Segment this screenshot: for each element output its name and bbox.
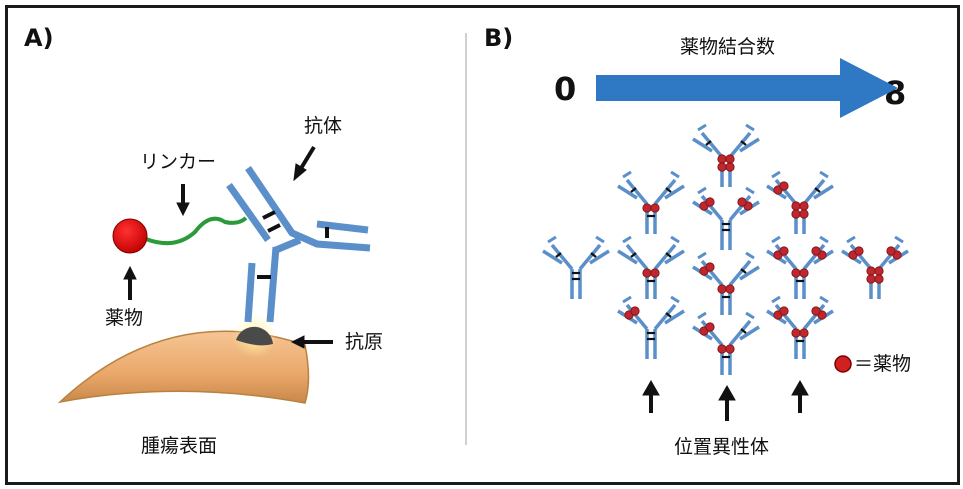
linker bbox=[145, 216, 248, 246]
legend-drug-icon bbox=[834, 355, 852, 373]
antibody-5 bbox=[542, 235, 610, 299]
drug-dot bbox=[705, 322, 715, 332]
drug-dot bbox=[650, 268, 660, 278]
drug-dot bbox=[725, 284, 735, 294]
drug-dot bbox=[874, 266, 884, 276]
linker-arrow bbox=[176, 184, 190, 217]
antibody-a bbox=[226, 166, 371, 323]
isomer-arrow-1 bbox=[642, 379, 660, 413]
drug-dot bbox=[717, 344, 727, 354]
drug-legend-label: ＝薬物 bbox=[854, 353, 912, 375]
drug-dot bbox=[779, 246, 789, 256]
drug-dot bbox=[717, 162, 727, 172]
positional-isomer-arrows bbox=[642, 379, 809, 421]
antibody-2 bbox=[617, 170, 685, 234]
antibody-11 bbox=[692, 311, 760, 375]
drug-dot bbox=[779, 181, 789, 191]
drug-dot bbox=[717, 154, 727, 164]
antigen bbox=[236, 326, 273, 346]
drug-arrow bbox=[123, 265, 137, 300]
drug-dot bbox=[799, 209, 809, 219]
drug-dot bbox=[791, 328, 801, 338]
drug-dot bbox=[799, 268, 809, 278]
drug-dot bbox=[791, 268, 801, 278]
drug bbox=[112, 218, 148, 254]
drug-count-max: 8 bbox=[884, 74, 907, 112]
drug-dot bbox=[799, 328, 809, 338]
drug-dot bbox=[779, 306, 789, 316]
panel-a-label: A) bbox=[24, 24, 54, 52]
drug-dot bbox=[866, 266, 876, 276]
antigen-label: 抗原 bbox=[345, 331, 384, 353]
antibody-3 bbox=[692, 186, 760, 250]
drug-dot bbox=[630, 306, 640, 316]
arrows-a bbox=[123, 145, 333, 349]
drug-dot bbox=[811, 246, 821, 256]
antibody-1 bbox=[692, 123, 760, 187]
drug-count-min: 0 bbox=[554, 70, 577, 108]
antibody-arrow bbox=[293, 145, 316, 182]
linker-label: リンカー bbox=[140, 151, 217, 173]
drug-dot bbox=[725, 162, 735, 172]
drug-dot bbox=[725, 154, 735, 164]
drug-dot bbox=[737, 197, 747, 207]
drug-dot bbox=[854, 246, 864, 256]
drug-dot bbox=[650, 203, 660, 213]
antibody-12 bbox=[766, 295, 834, 359]
disulfide-bonds-a bbox=[257, 210, 329, 279]
drug-dot bbox=[791, 209, 801, 219]
drug-dot bbox=[642, 268, 652, 278]
positional-isomers-label: 位置異性体 bbox=[674, 436, 770, 458]
drug-count-axis-title: 薬物結合数 bbox=[680, 36, 776, 58]
drug-dot bbox=[705, 262, 715, 272]
drug-dot bbox=[811, 306, 821, 316]
drug-dot bbox=[705, 197, 715, 207]
drug-dot bbox=[642, 203, 652, 213]
isomer-arrow-2 bbox=[718, 384, 736, 421]
drug-dot bbox=[874, 274, 884, 284]
drug-label: 薬物 bbox=[105, 307, 144, 329]
antibody-9 bbox=[841, 235, 909, 299]
drug-dot bbox=[866, 274, 876, 284]
drug-dot bbox=[717, 284, 727, 294]
drug-dot bbox=[799, 201, 809, 211]
panel-divider bbox=[465, 33, 467, 445]
antibody-7 bbox=[692, 251, 760, 315]
antibody-label: 抗体 bbox=[304, 115, 343, 137]
antibody-8 bbox=[766, 235, 834, 299]
drug-count-arrow bbox=[596, 58, 898, 118]
panel-b-label: B) bbox=[484, 24, 514, 52]
drug-dot bbox=[886, 246, 896, 256]
antibody-grid bbox=[542, 123, 909, 375]
antibody-6 bbox=[617, 235, 685, 299]
drug-dot bbox=[725, 344, 735, 354]
antigen-arrow bbox=[290, 335, 333, 349]
antibody-4 bbox=[766, 170, 834, 234]
antibody-10 bbox=[617, 295, 685, 359]
drug-dot bbox=[791, 201, 801, 211]
tumor-surface-label: 腫瘍表面 bbox=[141, 435, 218, 457]
isomer-arrow-3 bbox=[791, 379, 809, 413]
